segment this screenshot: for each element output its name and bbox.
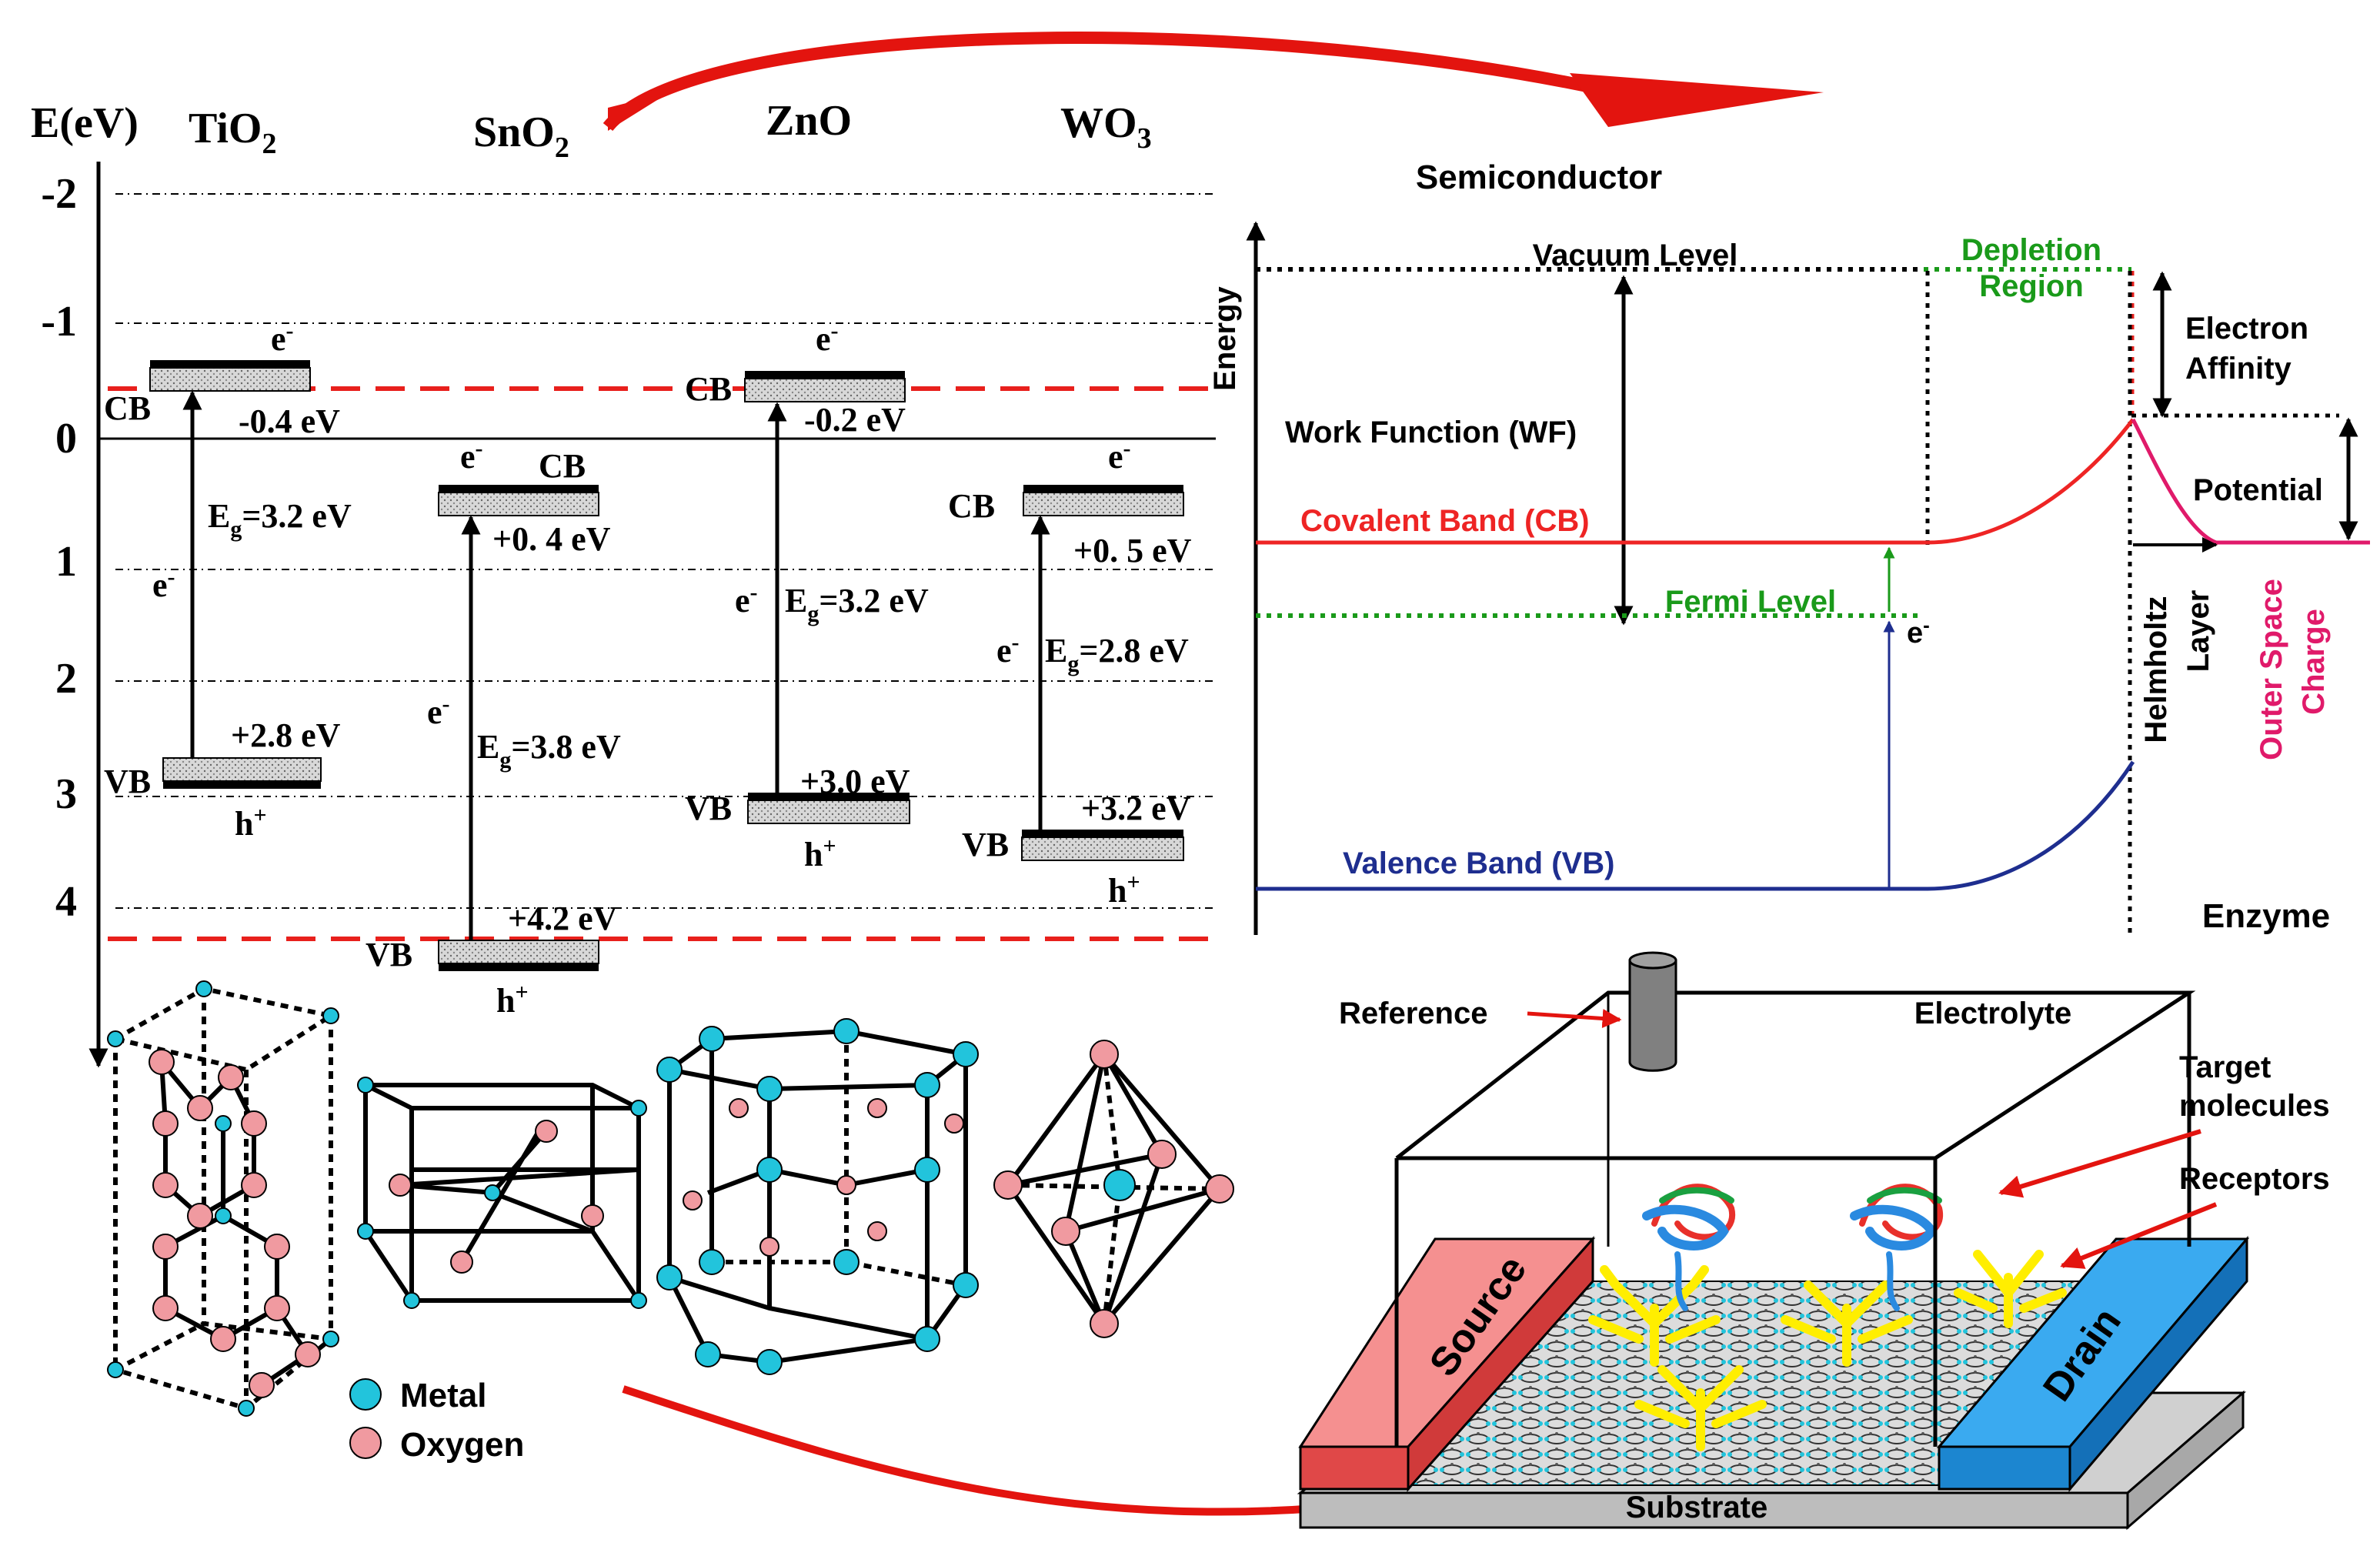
wo3-vb-bar — [1021, 836, 1184, 861]
valence-band-label: Valence Band (VB) — [1343, 846, 1614, 880]
depletion-region-label: Region — [1979, 269, 2084, 303]
band-diagram: E(eV) -2 -1 0 1 2 3 4 TiO2 SnO2 ZnO WO3 … — [31, 97, 1216, 1068]
electron-label: e- — [271, 318, 294, 358]
reference-electrode — [1628, 951, 1677, 1072]
electrolyte-label: Electrolyte — [1914, 997, 2072, 1030]
tick-label: 3 — [55, 770, 77, 818]
axis-label: E(eV) — [31, 99, 139, 147]
tick-label: 0 — [55, 415, 77, 462]
wo3-gap: Eg=2.8 eV — [1045, 632, 1189, 676]
work-function-label: Work Function (WF) — [1285, 416, 1577, 449]
covalent-band-label: Covalent Band (CB) — [1300, 504, 1590, 538]
electron-label: e- — [460, 436, 483, 476]
wo3-atoms — [993, 1040, 1234, 1338]
oxygen-legend-swatch — [349, 1427, 382, 1459]
electron-label: e- — [996, 629, 1020, 669]
tio2-atoms — [107, 980, 339, 1417]
electrolyte-box — [1394, 990, 2196, 1447]
wo3-vb-energy: +3.2 eV — [1081, 790, 1191, 827]
material-label-sno2: SnO2 — [473, 109, 569, 164]
tick-label: -2 — [41, 170, 77, 218]
zno-cb-bar — [745, 371, 905, 379]
tio2-vb-bar — [162, 757, 322, 782]
hole-label: h+ — [804, 833, 836, 873]
depletion-region-label: Depletion — [1961, 233, 2101, 267]
tick-label: 4 — [55, 878, 77, 926]
sno2-atoms — [357, 1077, 647, 1309]
cb-label: CB — [948, 487, 995, 525]
hole-label: h+ — [496, 980, 529, 1020]
sno2-gap: Eg=3.8 eV — [477, 728, 621, 773]
electron-affinity-label: Affinity — [2185, 352, 2292, 386]
vacuum-level-label: Vacuum Level — [1533, 239, 1738, 272]
cb-label: CB — [104, 389, 151, 427]
vb-label: VB — [104, 763, 151, 800]
material-label-tio2: TiO2 — [189, 105, 276, 160]
electron-label: e- — [152, 564, 175, 604]
fermi-level-label: Fermi Level — [1665, 585, 1836, 619]
electron-label: e- — [427, 691, 450, 731]
vb-label: VB — [366, 936, 412, 973]
zno-cb-energy: -0.2 eV — [804, 401, 906, 439]
atom-legend: Metal Oxygen — [349, 1377, 524, 1464]
electron-label-right: e- — [1907, 613, 1930, 649]
substrate-label: Substrate — [1626, 1491, 1768, 1524]
outer-space-label: Outer Space — [2255, 579, 2288, 760]
metal-legend-label: Metal — [400, 1377, 486, 1414]
cb-label: CB — [685, 370, 732, 408]
crystal-structures — [107, 980, 1234, 1417]
hole-label: h+ — [1108, 870, 1140, 910]
electron-label: e- — [735, 579, 758, 619]
wo3-cb-bar — [1023, 485, 1183, 493]
tio2-cb-energy: -0.4 eV — [239, 402, 340, 440]
zno-atoms — [656, 1018, 979, 1375]
wo3-cb-energy: +0. 5 eV — [1073, 532, 1192, 569]
material-label-zno: ZnO — [766, 97, 852, 145]
charge-label: Charge — [2297, 609, 2331, 715]
tick-label: -1 — [41, 298, 77, 346]
potential-label: Potential — [2193, 473, 2323, 507]
reference-label: Reference — [1339, 997, 1487, 1030]
sno2-cb-bar — [439, 485, 599, 493]
target-molecules — [1642, 1184, 1944, 1311]
layer-label: Layer — [2181, 590, 2215, 673]
sno2-cb-energy: +0. 4 eV — [492, 520, 611, 558]
device-diagram: Substrate Source Drain — [1297, 951, 2330, 1531]
vb-label: VB — [962, 826, 1009, 863]
zno-gap: Eg=3.2 eV — [785, 582, 929, 626]
helmholtz-label: Helmholtz — [2139, 596, 2173, 743]
semiconductor-title: Semiconductor — [1416, 159, 1662, 196]
tio2-gap: Eg=3.2 eV — [208, 497, 352, 542]
electron-affinity-label: Electron — [2185, 312, 2308, 346]
semiconductor-diagram: Semiconductor Energy Vacuum Level Deplet… — [1208, 159, 2370, 939]
receptors — [1588, 1250, 2067, 1451]
sno2-vb-energy: +4.2 eV — [508, 900, 618, 937]
hole-label: h+ — [235, 803, 267, 843]
zno-vb-bar — [747, 800, 910, 824]
energy-axis-label: Energy — [1208, 285, 1242, 390]
tick-label: 2 — [55, 655, 77, 703]
top-curved-arrow — [603, 32, 1824, 132]
tio2-vb-energy: +2.8 eV — [231, 716, 341, 754]
target-molecules-label: molecules — [2179, 1089, 2330, 1123]
receptors-label: Receptors — [2179, 1162, 2330, 1196]
enzyme-label: Enzyme — [2202, 897, 2330, 935]
metal-legend-swatch — [349, 1378, 382, 1411]
material-label-wo3: WO3 — [1060, 99, 1152, 155]
tio2-cb-bar — [150, 360, 310, 368]
electron-label: e- — [1108, 436, 1131, 476]
vb-label: VB — [685, 790, 732, 827]
tick-label: 1 — [55, 538, 77, 586]
oxygen-legend-label: Oxygen — [400, 1426, 524, 1464]
sno2-vb-bar — [438, 940, 599, 964]
cb-label: CB — [539, 447, 586, 485]
electron-label: e- — [816, 318, 839, 358]
target-molecules-label: Target — [2179, 1050, 2271, 1084]
